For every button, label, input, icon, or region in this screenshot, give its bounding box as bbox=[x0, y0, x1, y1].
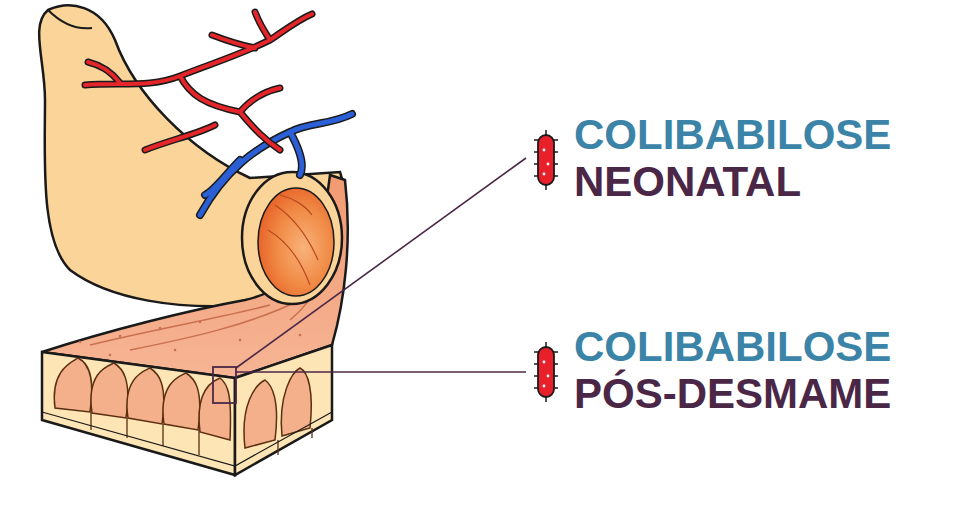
disease-stage: NEONATAL bbox=[574, 161, 801, 203]
leader-line bbox=[236, 158, 526, 368]
lumen-fold bbox=[268, 195, 318, 285]
tube-lumen bbox=[258, 188, 334, 296]
crypts bbox=[91, 412, 312, 455]
tube-fold bbox=[48, 10, 92, 28]
disease-stage: PÓS-DESMAME bbox=[574, 373, 891, 415]
mucosa-surface bbox=[42, 175, 348, 378]
serosa-band bbox=[42, 412, 332, 466]
disease-name: COLIBABILOSE bbox=[574, 326, 891, 368]
bacterium-icon bbox=[534, 130, 558, 190]
tube-rim bbox=[242, 172, 342, 304]
disease-name: COLIBABILOSE bbox=[574, 114, 891, 156]
highlight-box bbox=[213, 367, 236, 403]
bacterium-icon bbox=[534, 342, 558, 402]
leader-line bbox=[236, 371, 526, 373]
blood-vessels bbox=[85, 12, 352, 215]
villi-side bbox=[235, 345, 332, 475]
villi-face bbox=[42, 352, 235, 475]
